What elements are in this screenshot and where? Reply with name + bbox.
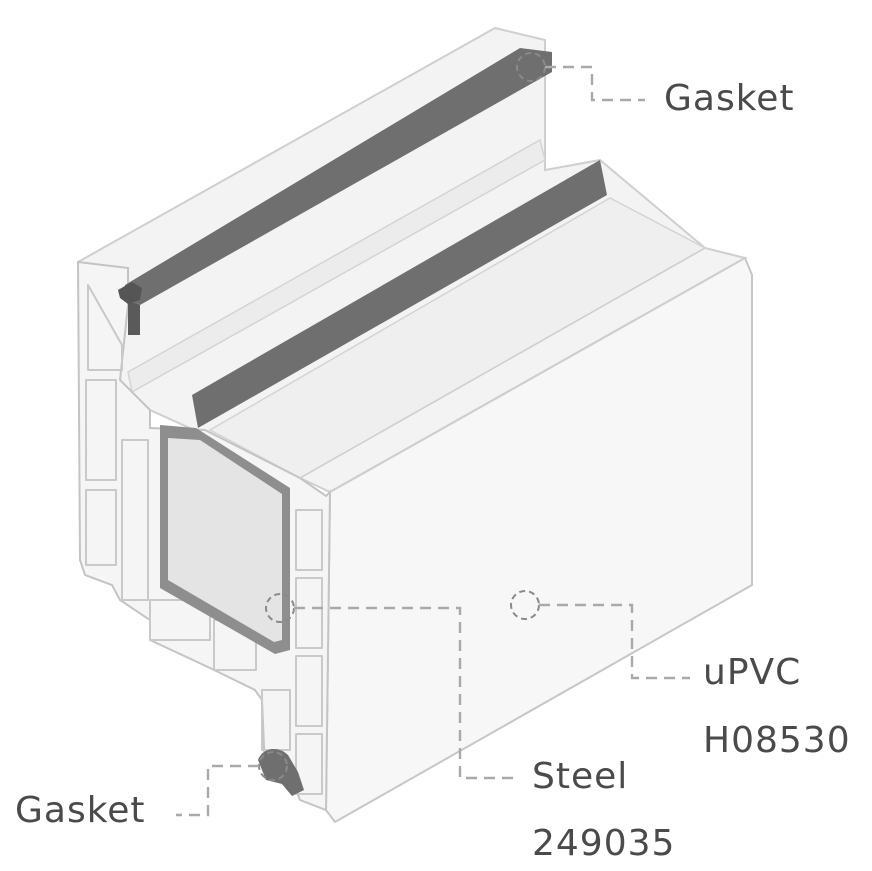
steel-code-label: 249035 bbox=[532, 823, 675, 864]
steel-reinforcement bbox=[160, 425, 290, 654]
face-edge-line bbox=[299, 247, 706, 479]
profile-chambers bbox=[85, 284, 323, 795]
bottom-gasket bbox=[258, 748, 304, 796]
top-gasket-side bbox=[128, 300, 140, 335]
bottom-gasket-shape bbox=[258, 748, 304, 796]
chamber bbox=[85, 489, 117, 566]
chamber bbox=[149, 599, 211, 641]
steel-material-label: Steel bbox=[532, 756, 628, 797]
chamber bbox=[295, 655, 323, 727]
top-gasket-profile bbox=[118, 282, 142, 304]
chamber bbox=[295, 577, 323, 649]
top-gasket-leader bbox=[545, 65, 645, 102]
inner-gasket-strip bbox=[192, 160, 607, 428]
bottom-gasket-label: Gasket bbox=[15, 790, 146, 831]
upvc-code-label: H08530 bbox=[703, 720, 851, 761]
chamber bbox=[85, 379, 117, 481]
chamber bbox=[121, 439, 149, 601]
chamber bbox=[295, 509, 323, 571]
top-gasket-body bbox=[125, 48, 552, 305]
upvc-material-label: uPVC bbox=[703, 652, 801, 693]
profile-channel-upper bbox=[127, 138, 546, 394]
steel-leader bbox=[294, 606, 515, 780]
chamber bbox=[295, 733, 323, 795]
top-gasket-label: Gasket bbox=[664, 78, 795, 119]
top-gasket-strip bbox=[118, 48, 552, 335]
bottom-gasket-leader bbox=[176, 764, 259, 817]
upvc-leader bbox=[539, 603, 690, 680]
steel-inner-face bbox=[168, 438, 282, 642]
chamber-diagonal bbox=[87, 284, 123, 371]
face-edge-line bbox=[329, 257, 746, 493]
inner-gasket-body bbox=[192, 160, 607, 428]
